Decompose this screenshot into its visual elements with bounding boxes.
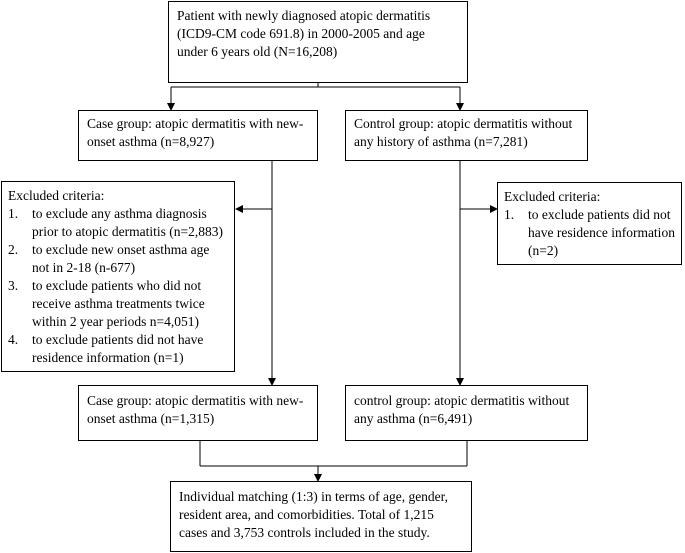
item-line: have residence information xyxy=(528,225,675,240)
matching-line-1: Individual matching (1:3) in terms of ag… xyxy=(179,489,449,504)
control-final-line-2: any asthma (n=6,491) xyxy=(354,411,473,426)
item-line: to exclude patients did not have xyxy=(32,332,204,347)
excluded-right-title: Excluded criteria: xyxy=(504,189,601,204)
item-line: (n=2) xyxy=(528,243,559,258)
case-group-line-1: Case group: atopic dermatitis with new- xyxy=(87,116,304,131)
item-line: to exclude patients who did not xyxy=(32,278,202,293)
control-final-box: control group: atopic dermatitis without… xyxy=(345,385,588,441)
item-line: not in 2-18 (n-677) xyxy=(32,260,136,275)
item-line: receive asthma treatments twice xyxy=(32,296,205,311)
control-group-line-1: Control group: atopic dermatitis without xyxy=(354,116,573,131)
item-number: 3. xyxy=(8,278,19,293)
case-group-line-2: onset asthma (n=8,927) xyxy=(87,134,215,149)
item-line: prior to atopic dermatitis (n=2,883) xyxy=(32,224,223,239)
top-box: Patient with newly diagnosed atopic derm… xyxy=(168,1,468,83)
excluded-right-list: 1. to exclude patients did not have resi… xyxy=(504,206,675,260)
excluded-left-list: 1. to exclude any asthma diagnosis prior… xyxy=(8,205,228,367)
item-line: to exclude new onset asthma age xyxy=(32,242,210,257)
item-number: 1. xyxy=(8,206,19,221)
case-group-box: Case group: atopic dermatitis with new- … xyxy=(78,110,318,161)
matching-line-3: cases and 3,753 controls included in the… xyxy=(179,525,430,540)
item-line: to exclude any asthma diagnosis xyxy=(32,206,207,221)
top-box-line-2: (ICD9-CM code 691.8) in 2000-2005 and ag… xyxy=(177,26,425,41)
item-line: residence information (n=1) xyxy=(32,350,184,365)
excluded-left-item-3: 3. to exclude patients who did not recei… xyxy=(8,277,228,331)
top-box-line-1: Patient with newly diagnosed atopic derm… xyxy=(177,8,431,23)
excluded-left-title: Excluded criteria: xyxy=(8,188,105,203)
item-number: 1. xyxy=(504,207,515,222)
case-final-line-1: Case group: atopic dermatitis with new- xyxy=(87,393,304,408)
case-final-line-2: onset asthma (n=1,315) xyxy=(87,411,215,426)
excluded-right-box: Excluded criteria: 1. to exclude patient… xyxy=(497,182,682,265)
item-line: to exclude patients did not xyxy=(528,207,671,222)
control-group-box: Control group: atopic dermatitis without… xyxy=(345,110,588,161)
matching-line-2: resident area, and comorbidities. Total … xyxy=(179,507,434,522)
excluded-right-item-1: 1. to exclude patients did not have resi… xyxy=(504,206,675,260)
excluded-left-item-1: 1. to exclude any asthma diagnosis prior… xyxy=(8,205,228,241)
excluded-left-item-4: 4. to exclude patients did not have resi… xyxy=(8,331,228,367)
item-number: 2. xyxy=(8,242,19,257)
excluded-left-box: Excluded criteria: 1. to exclude any ast… xyxy=(1,181,235,372)
control-group-line-2: any history of asthma (n=7,281) xyxy=(354,134,528,149)
control-final-line-1: control group: atopic dermatitis without xyxy=(354,393,570,408)
case-final-box: Case group: atopic dermatitis with new- … xyxy=(78,385,318,441)
matching-box: Individual matching (1:3) in terms of ag… xyxy=(170,481,472,552)
excluded-left-item-2: 2. to exclude new onset asthma age not i… xyxy=(8,241,228,277)
top-box-line-3: under 6 years old (N=16,208) xyxy=(177,44,338,59)
item-line: within 2 year periods n=4,051) xyxy=(32,314,199,329)
item-number: 4. xyxy=(8,332,19,347)
